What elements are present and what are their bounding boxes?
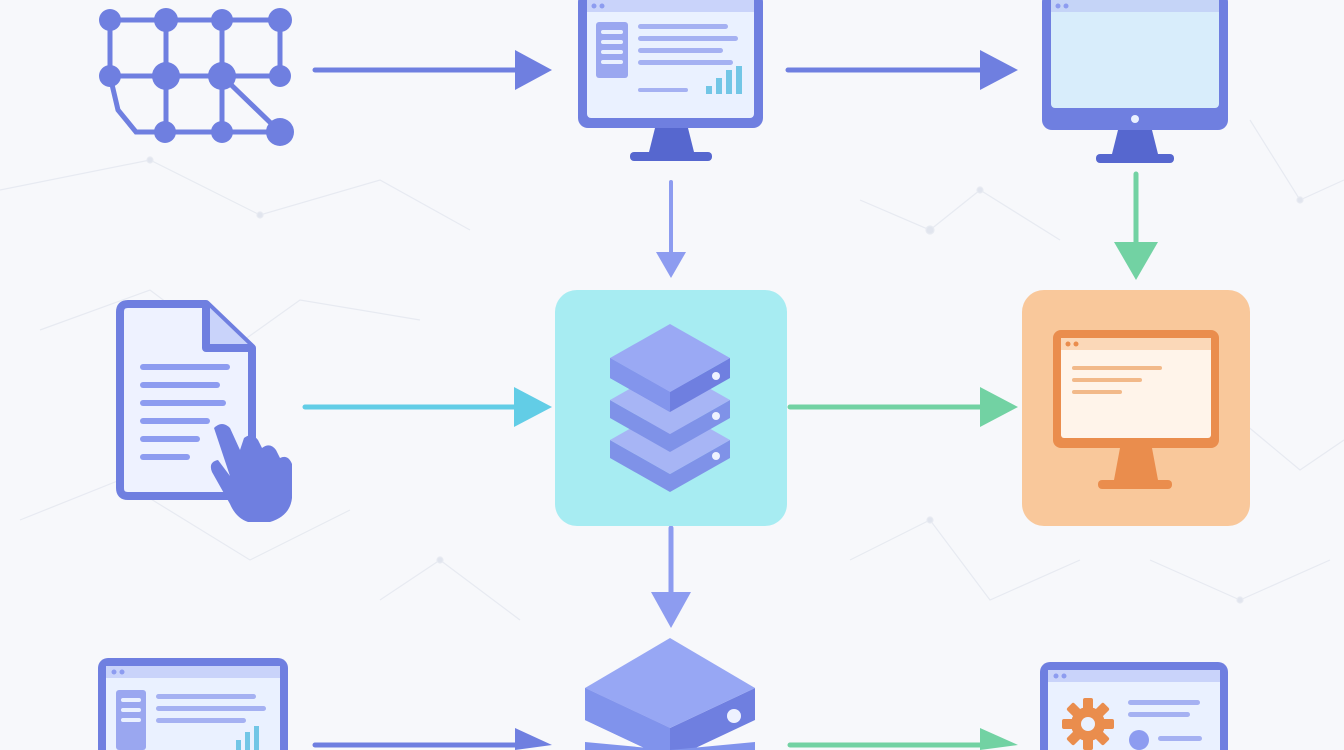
database-stack-icon [610,324,730,492]
edge-document-to-database [302,387,552,427]
edge-dashboard-monitor-to-database [656,180,686,278]
gear-icon [1062,698,1114,750]
blank-monitor-icon [1042,0,1228,163]
edge-network-to-dashboard-monitor [312,50,552,90]
edge-blank-monitor-to-orange-tile [1114,171,1158,280]
edge-database-to-server-block [651,525,691,628]
edges [302,50,1158,750]
server-block-icon [585,638,755,750]
settings-window-icon [1040,662,1228,750]
dashboard-window-icon [98,658,288,750]
background-network [0,119,1344,621]
orange-monitor-tile [1022,290,1250,526]
database-server-tile [555,290,787,526]
pointing-hand-icon [210,424,292,522]
dashboard-monitor-icon [578,0,763,161]
edge-dashboard-to-blank-monitor [785,50,1018,90]
edge-server-to-settings-window [787,728,1018,750]
edge-database-to-orange-tile [787,387,1018,427]
document-touch-icon [116,300,292,522]
network-graph-icon [99,8,294,146]
edge-dashboard-window-to-server [312,728,552,750]
